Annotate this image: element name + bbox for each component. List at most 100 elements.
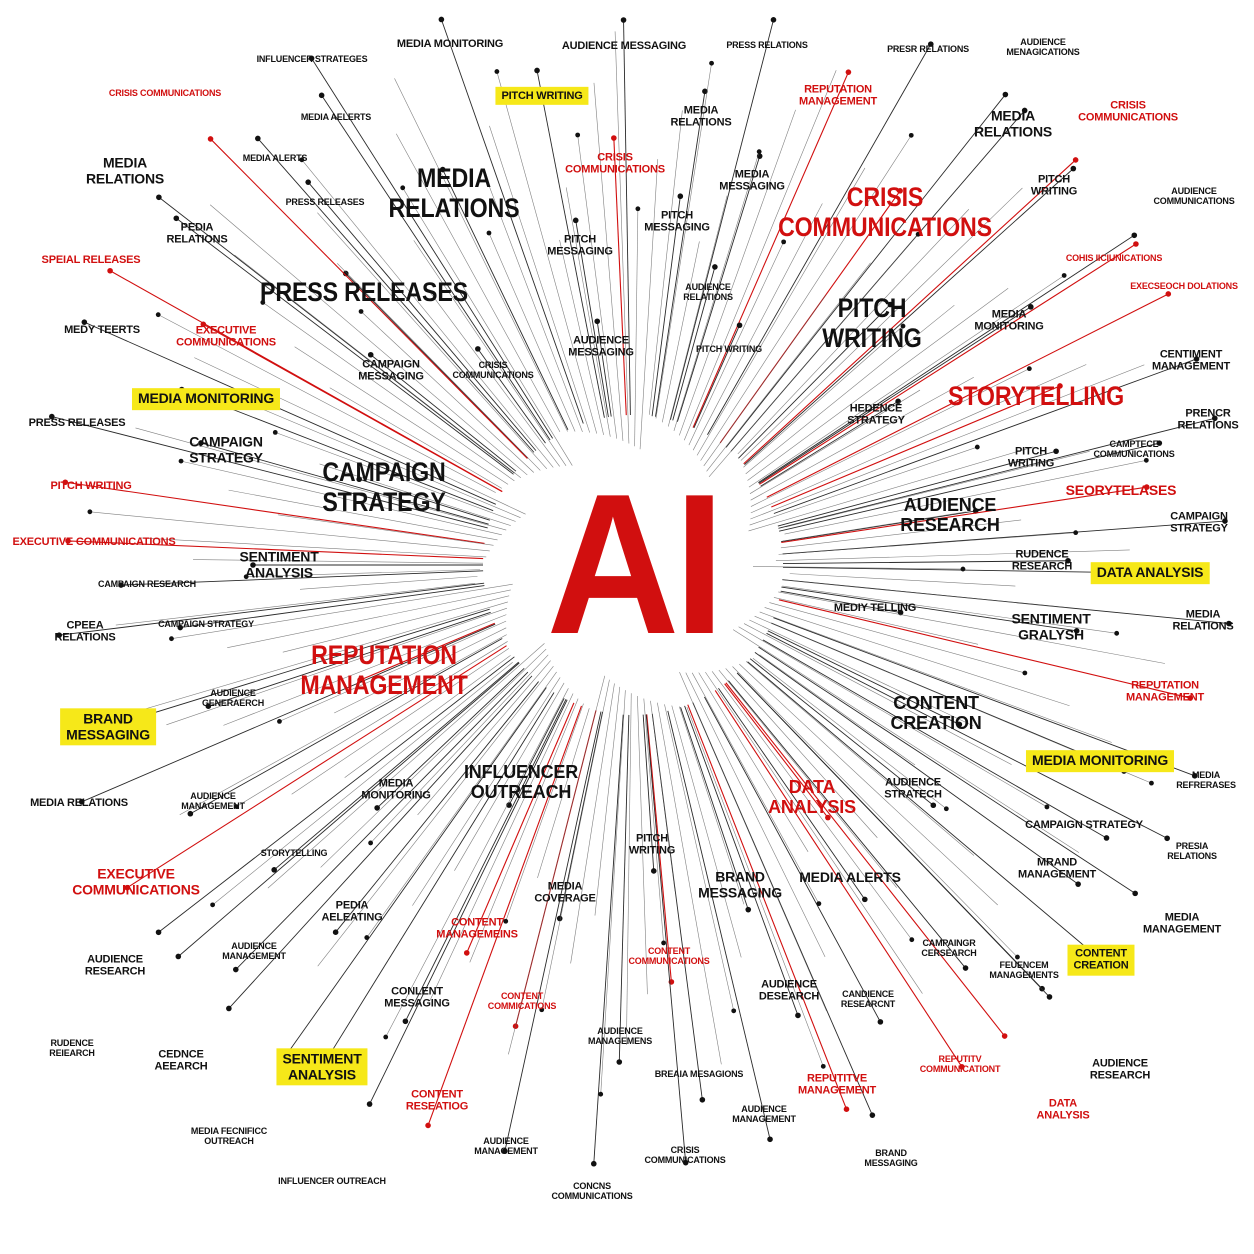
connector-line [725,682,1006,1037]
background-ray [194,357,526,515]
node-label: CAMPAIGN STRATEGY [322,456,446,517]
connector-dot [1211,415,1218,422]
node-label: CONTENT CREATION [890,692,982,733]
ray-dot [364,935,370,940]
connector-line [65,481,485,544]
connector-line [121,570,484,586]
background-ray [412,677,561,906]
connector-line [235,671,529,970]
node-label: REPUTATION MANAGEMENT [798,83,878,108]
connector-dot [177,624,184,631]
node-label: CRISIS COMMUNICATIONS [644,1144,726,1165]
connector-dot [318,92,325,99]
ray-dot [1022,670,1028,676]
node-label: BRAND MESSAGING [864,1147,918,1168]
node-label: MEDIA RELATIONS [973,107,1053,139]
node-label: BRAND MESSAGING [60,708,156,746]
node-label: CAMPAINGR CERSEARCH [921,937,977,958]
connector-line [203,323,503,493]
connector-dot [877,1019,884,1025]
background-ray [748,275,1065,488]
connector-line [210,138,528,459]
connector-line [646,714,672,982]
connector-line [766,632,1168,839]
node-label: AUDIENCE RESEARCH [84,953,146,978]
background-ray [667,195,728,427]
background-ray [678,109,796,436]
connector-line [728,680,966,969]
connector-line [477,348,546,444]
connector-line [779,442,1160,532]
connector-line [613,138,627,416]
background-ray [565,187,611,437]
connector-dot [677,193,684,200]
connector-dot [1070,165,1077,172]
node-label: PITCH WRITING [1007,445,1055,470]
background-ray [594,686,621,916]
node-label: EXECSEOCH DOLATIONS [1130,280,1238,291]
node-label: CENTIMENT MANAGEMENT [1151,348,1231,373]
ray-dot [494,69,500,74]
connector-line [575,220,609,418]
background-ray [657,702,722,1065]
node-label: CAMPAIGN STRATEGY [158,618,254,629]
connector-line [442,169,569,431]
node-label: STORYTELLING [948,380,1124,411]
connector-dot [1072,157,1079,163]
node-label: AUDIENCE GENERAERCH [201,687,265,708]
connector-dot [226,1005,232,1012]
background-ray [745,661,975,856]
connector-line [758,646,1136,894]
connector-dot [611,135,617,141]
connector-dot [232,966,239,973]
connector-dot [1132,890,1138,897]
background-ray [671,705,742,958]
connector-line [693,325,740,429]
background-ray [732,666,1018,958]
background-ray [489,125,590,433]
node-label: CAMPAIGN STRATEGY [189,433,263,465]
node-label: MEDIA MONITORING [396,37,504,50]
connector-dot [887,301,894,308]
connector-dot [699,1096,706,1103]
ray-dot [243,574,249,580]
connector-line [718,688,866,900]
background-ray [786,579,1067,608]
connector-dot [463,950,470,956]
ray-dot [155,312,161,318]
background-ray [650,700,676,892]
node-label: MEDIA ALERTS [242,152,308,163]
background-ray [193,559,484,564]
node-label: EXECUTIVE COMMUNICATIONS [176,324,276,349]
background-ray [329,387,502,489]
node-label: PRESR RELATIONS [887,43,969,54]
connector-line [228,675,533,1009]
background-ray [115,583,476,626]
connector-line [158,196,515,474]
hub-label-ai: AI [546,453,725,676]
node-label: COHIS IICIUNICATIONS [1065,252,1163,263]
connector-dot [205,703,212,710]
node-label: REPUTATION MANAGEMENT [1125,679,1205,704]
connector-line [286,687,547,1056]
background-ray [685,672,826,957]
ray-dot [234,804,239,810]
connector-line [273,661,519,871]
node-label: CONTENT CREATION [1067,944,1135,976]
node-label: MEDIA MANAGEMENT [1142,911,1222,936]
background-ray [275,432,516,522]
background-ray [246,569,481,578]
node-label: MEDIA MONITORING [361,777,431,802]
connector-line [559,711,603,919]
node-label: SEORYTELASES [1065,482,1177,499]
node-label: MRAND MANAGEMENT [1017,856,1097,881]
background-ray [277,514,494,546]
node-label: MEDIA RELATIONS [388,162,520,223]
connector-dot [1028,304,1034,310]
background-ray [541,679,610,1010]
connector-dot [1156,440,1163,446]
connector-line [404,699,567,1022]
background-ray [413,240,567,467]
connector-dot [198,440,204,446]
connector-dot [956,721,963,728]
